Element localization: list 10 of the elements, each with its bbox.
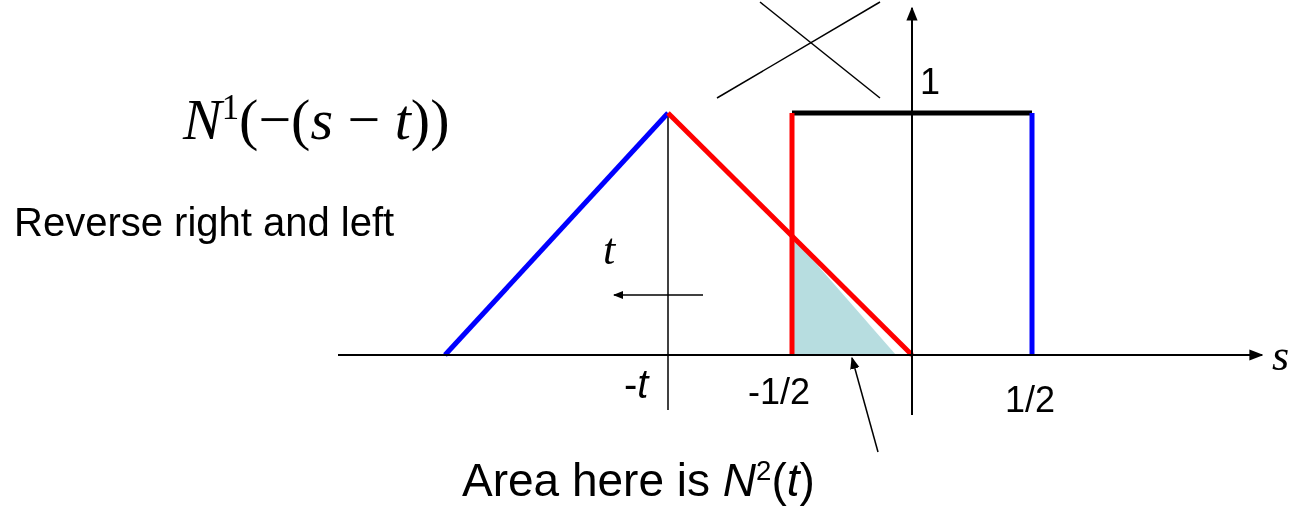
annotation-text: Reverse right and left [14,200,395,244]
caption-text: Area here is N$^{2}$(t) [462,455,815,506]
axis-tick-label: 1 [920,62,941,102]
axis-name-label: s [1272,332,1290,381]
leader-line [850,356,879,453]
formula-label: N$^{1}$(−(s − t)) [183,88,450,152]
axis-tick-label: -t [624,362,649,406]
axis-tick-label: -1/2 [748,372,811,412]
axis-tick-label: 1/2 [1005,380,1056,420]
variable-label: t [603,226,616,275]
